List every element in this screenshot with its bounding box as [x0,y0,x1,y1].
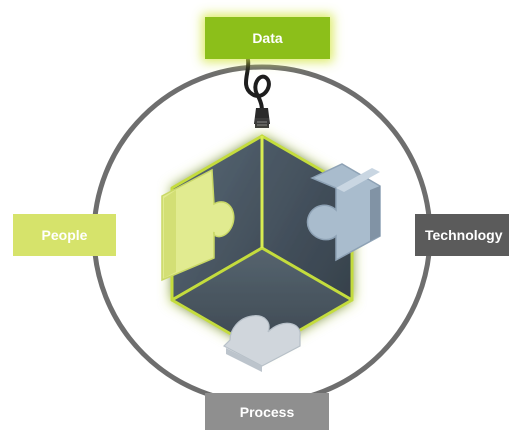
technology-label: Technology [415,214,509,256]
people-label: People [13,214,116,256]
technology-puzzle-piece [306,163,381,262]
data-label: Data [205,17,330,59]
process-label: Process [205,393,329,430]
puzzle-cube-icon [161,134,381,372]
people-puzzle-piece [161,168,235,282]
process-puzzle-piece [222,315,301,367]
network-cable-icon [243,58,271,128]
